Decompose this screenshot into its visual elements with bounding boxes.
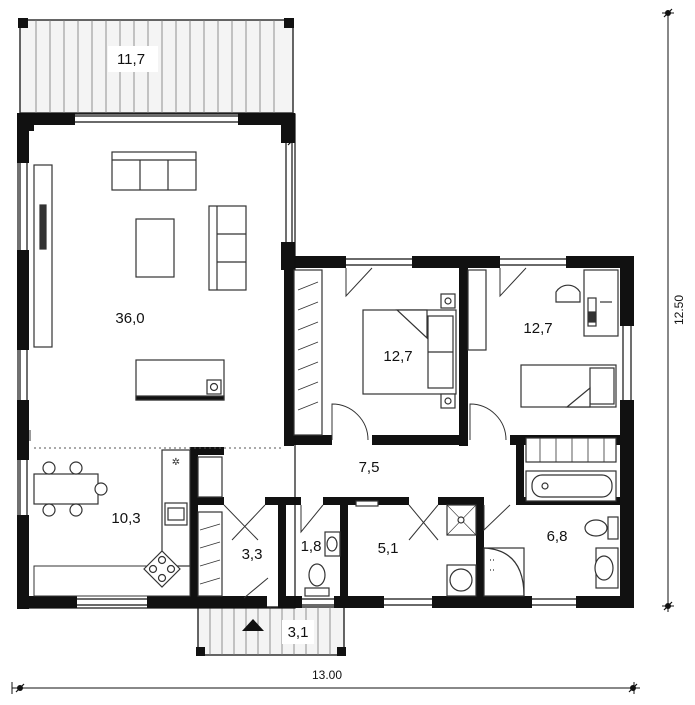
area-bathroom: 6,8 — [547, 528, 568, 545]
area-porch: 3,1 — [288, 624, 309, 641]
terrace-top — [18, 18, 294, 114]
doors — [29, 267, 527, 599]
porch — [196, 606, 346, 656]
area-terrace-top: 11,7 — [117, 51, 145, 68]
dimension-depth: 12.50 — [662, 8, 686, 612]
area-bedroom-1: 12,7 — [383, 348, 412, 365]
svg-text:✲: ✲ — [172, 457, 180, 468]
dimension-depth-label: 12.50 — [672, 295, 686, 325]
room-labels: 11,7 36,0 12,7 12,7 7,5 10,3 3,3 1,8 5,1… — [111, 51, 567, 641]
area-entry: 3,3 — [242, 546, 263, 563]
area-hall: 7,5 — [359, 459, 380, 476]
area-wc: 1,8 — [301, 538, 322, 555]
area-living: 36,0 — [115, 310, 144, 327]
area-utility: 5,1 — [378, 540, 399, 557]
area-kitchen: 10,3 — [111, 510, 140, 527]
entry-arrow-icon — [242, 619, 264, 631]
walls — [17, 113, 634, 609]
stove-icon — [143, 550, 181, 588]
dimension-width-label: 13.00 — [312, 668, 342, 682]
area-bedroom-2: 12,7 — [523, 320, 552, 337]
furniture: ✲ — [33, 151, 619, 597]
dimension-width: 13.00 — [11, 668, 640, 694]
